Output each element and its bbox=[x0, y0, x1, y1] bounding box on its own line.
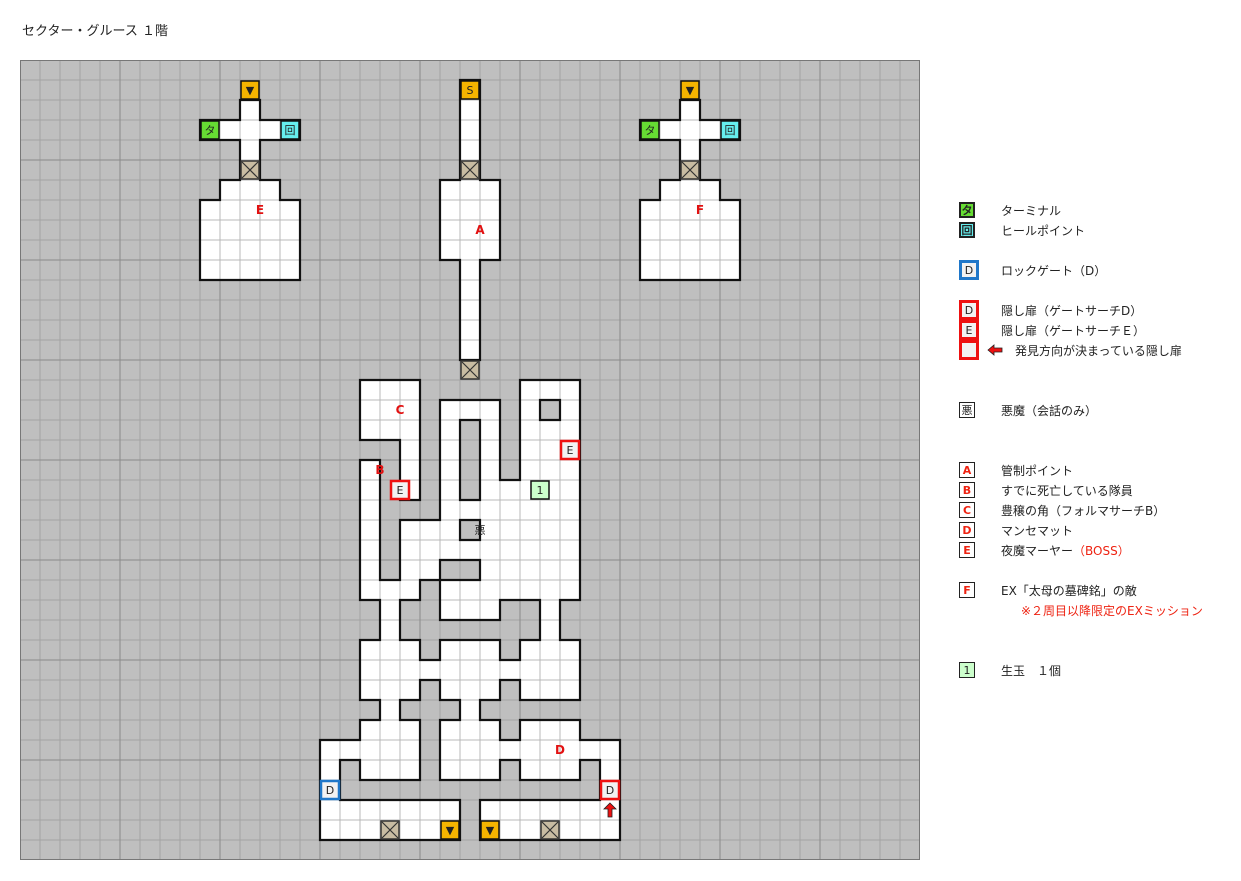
legend-hidden-e: E 隠し扉（ゲートサーチＥ） bbox=[959, 320, 1145, 340]
heal-icon: 回 bbox=[959, 222, 975, 238]
dungeon-map: ▼ ▼ ▼ ▼ S タ タ 回 回 E A F C B D 悪 1 E E D D bbox=[20, 60, 920, 860]
legend-item: 1 生玉 １個 bbox=[959, 660, 1061, 680]
legend-label: 豊穣の角（フォルマサーチB） bbox=[1001, 503, 1166, 518]
map-canvas: ▼ ▼ ▼ ▼ S タ タ 回 回 E A F C B D 悪 1 E E D D bbox=[20, 60, 920, 860]
walls bbox=[198, 78, 742, 842]
stair-down-icon bbox=[440, 820, 460, 840]
legend-devil: 悪 悪魔（会話のみ） bbox=[959, 400, 1097, 420]
devil-label: 悪 bbox=[475, 524, 486, 537]
legend-label: 悪魔（会話のみ） bbox=[1001, 403, 1098, 418]
legend-heal: 回 ヒールポイント bbox=[959, 220, 1085, 240]
terminal-icon bbox=[640, 120, 660, 140]
legend-a: A 管制ポイント bbox=[959, 460, 1073, 480]
gate-cross bbox=[681, 161, 699, 179]
hidden-door-d-label: D bbox=[606, 784, 614, 797]
boss-tag: （BOSS） bbox=[1073, 543, 1130, 558]
heal-icon bbox=[280, 120, 300, 140]
heal-label: 回 bbox=[285, 124, 296, 137]
stair-down-icon bbox=[240, 80, 260, 100]
legend-label: ロックゲート（D） bbox=[1001, 263, 1107, 278]
legend-label: 管制ポイント bbox=[1001, 463, 1074, 478]
gate-cross bbox=[541, 821, 559, 839]
arrow-left-icon bbox=[987, 344, 1003, 356]
legend-hidden-d: D 隠し扉（ゲートサーチD） bbox=[959, 300, 1142, 320]
legend: タ ターミナル 回 ヒールポイント D ロックゲート（D） D 隠し扉（ゲートサ… bbox=[959, 0, 1239, 881]
room-b-label: B bbox=[375, 463, 384, 477]
legend-label: EX「太母の墓碑銘」の敵 bbox=[1001, 583, 1137, 598]
room-a-label: A bbox=[475, 223, 485, 237]
stair-down-label: ▼ bbox=[686, 84, 695, 97]
legend-label: マンセマット bbox=[1001, 523, 1074, 538]
legend-f: F EX「太母の墓碑銘」の敵 bbox=[959, 580, 1137, 600]
lock-gate-icon: D bbox=[959, 260, 979, 280]
lock-gate-label: D bbox=[326, 784, 334, 797]
item-icon: 1 bbox=[959, 662, 975, 678]
legend-label: すでに死亡している隊員 bbox=[1001, 483, 1133, 498]
page-title: セクター・グルース １階 bbox=[22, 24, 168, 39]
stair-down-icon bbox=[480, 820, 500, 840]
marker-f-icon: F bbox=[959, 582, 975, 598]
room-f-label: F bbox=[696, 203, 704, 217]
room-d-label: D bbox=[555, 743, 565, 757]
gate-cross bbox=[461, 161, 479, 179]
stair-down-label: ▼ bbox=[446, 824, 455, 837]
room-c-label: C bbox=[396, 403, 405, 417]
marker-a-icon: A bbox=[959, 462, 975, 478]
legend-c: C 豊穣の角（フォルマサーチB） bbox=[959, 500, 1165, 520]
marker-e-icon: E bbox=[959, 542, 975, 558]
hidden-door-d bbox=[599, 779, 621, 801]
marker-c-icon: C bbox=[959, 502, 975, 518]
legend-d: D マンセマット bbox=[959, 520, 1073, 540]
hidden-door-e bbox=[389, 479, 411, 501]
legend-label: 生玉 １個 bbox=[1001, 663, 1062, 678]
hidden-door-e-label: E bbox=[397, 484, 404, 497]
item-icon bbox=[530, 480, 550, 500]
gate-cross bbox=[381, 821, 399, 839]
devil-icon: 悪 bbox=[959, 402, 975, 418]
terminal-icon bbox=[200, 120, 220, 140]
legend-e: E 夜魔マーヤー（BOSS） bbox=[959, 540, 1130, 560]
legend-terminal: タ ターミナル bbox=[959, 200, 1061, 220]
hidden-door-e bbox=[559, 439, 581, 461]
terminal-icon: タ bbox=[959, 202, 975, 218]
legend-label: ヒールポイント bbox=[1001, 223, 1086, 238]
terminal-label: タ bbox=[205, 124, 216, 137]
room-e-label: E bbox=[256, 203, 264, 217]
heal-label: 回 bbox=[725, 124, 736, 137]
legend-label: ターミナル bbox=[1001, 203, 1062, 218]
legend-label: 隠し扉（ゲートサーチD） bbox=[1001, 303, 1143, 318]
arrow-up-icon bbox=[603, 802, 617, 818]
hidden-door-e-label: E bbox=[567, 444, 574, 457]
heal-icon bbox=[720, 120, 740, 140]
legend-hidden-dir: 発見方向が決まっている隠し扉 bbox=[959, 340, 1182, 360]
terminal-label: タ bbox=[645, 124, 656, 137]
gate-cross bbox=[241, 161, 259, 179]
item-label: 1 bbox=[537, 484, 544, 497]
stair-down-icon bbox=[680, 80, 700, 100]
legend-label: 隠し扉（ゲートサーチＥ） bbox=[1001, 323, 1146, 338]
start-icon bbox=[460, 80, 480, 100]
legend-f-note: ※２周目以降限定のEXミッション bbox=[1021, 604, 1203, 618]
stair-down-label: ▼ bbox=[246, 84, 255, 97]
legend-label: 夜魔マーヤー（BOSS） bbox=[1001, 542, 1130, 559]
lock-gate-icon bbox=[319, 779, 341, 801]
start-label: S bbox=[467, 84, 474, 97]
marker-d-icon: D bbox=[959, 522, 975, 538]
hidden-door-icon: E bbox=[959, 320, 979, 340]
legend-e-text: 夜魔マーヤー bbox=[1001, 543, 1074, 558]
legend-b: B すでに死亡している隊員 bbox=[959, 480, 1133, 500]
legend-lock: D ロックゲート（D） bbox=[959, 260, 1106, 280]
stair-down-label: ▼ bbox=[486, 824, 495, 837]
legend-label: 発見方向が決まっている隠し扉 bbox=[1015, 343, 1182, 358]
hidden-door-icon: D bbox=[959, 300, 979, 320]
map-border bbox=[20, 60, 920, 860]
gate-cross bbox=[461, 361, 479, 379]
marker-b-icon: B bbox=[959, 482, 975, 498]
hidden-door-icon bbox=[959, 340, 979, 360]
